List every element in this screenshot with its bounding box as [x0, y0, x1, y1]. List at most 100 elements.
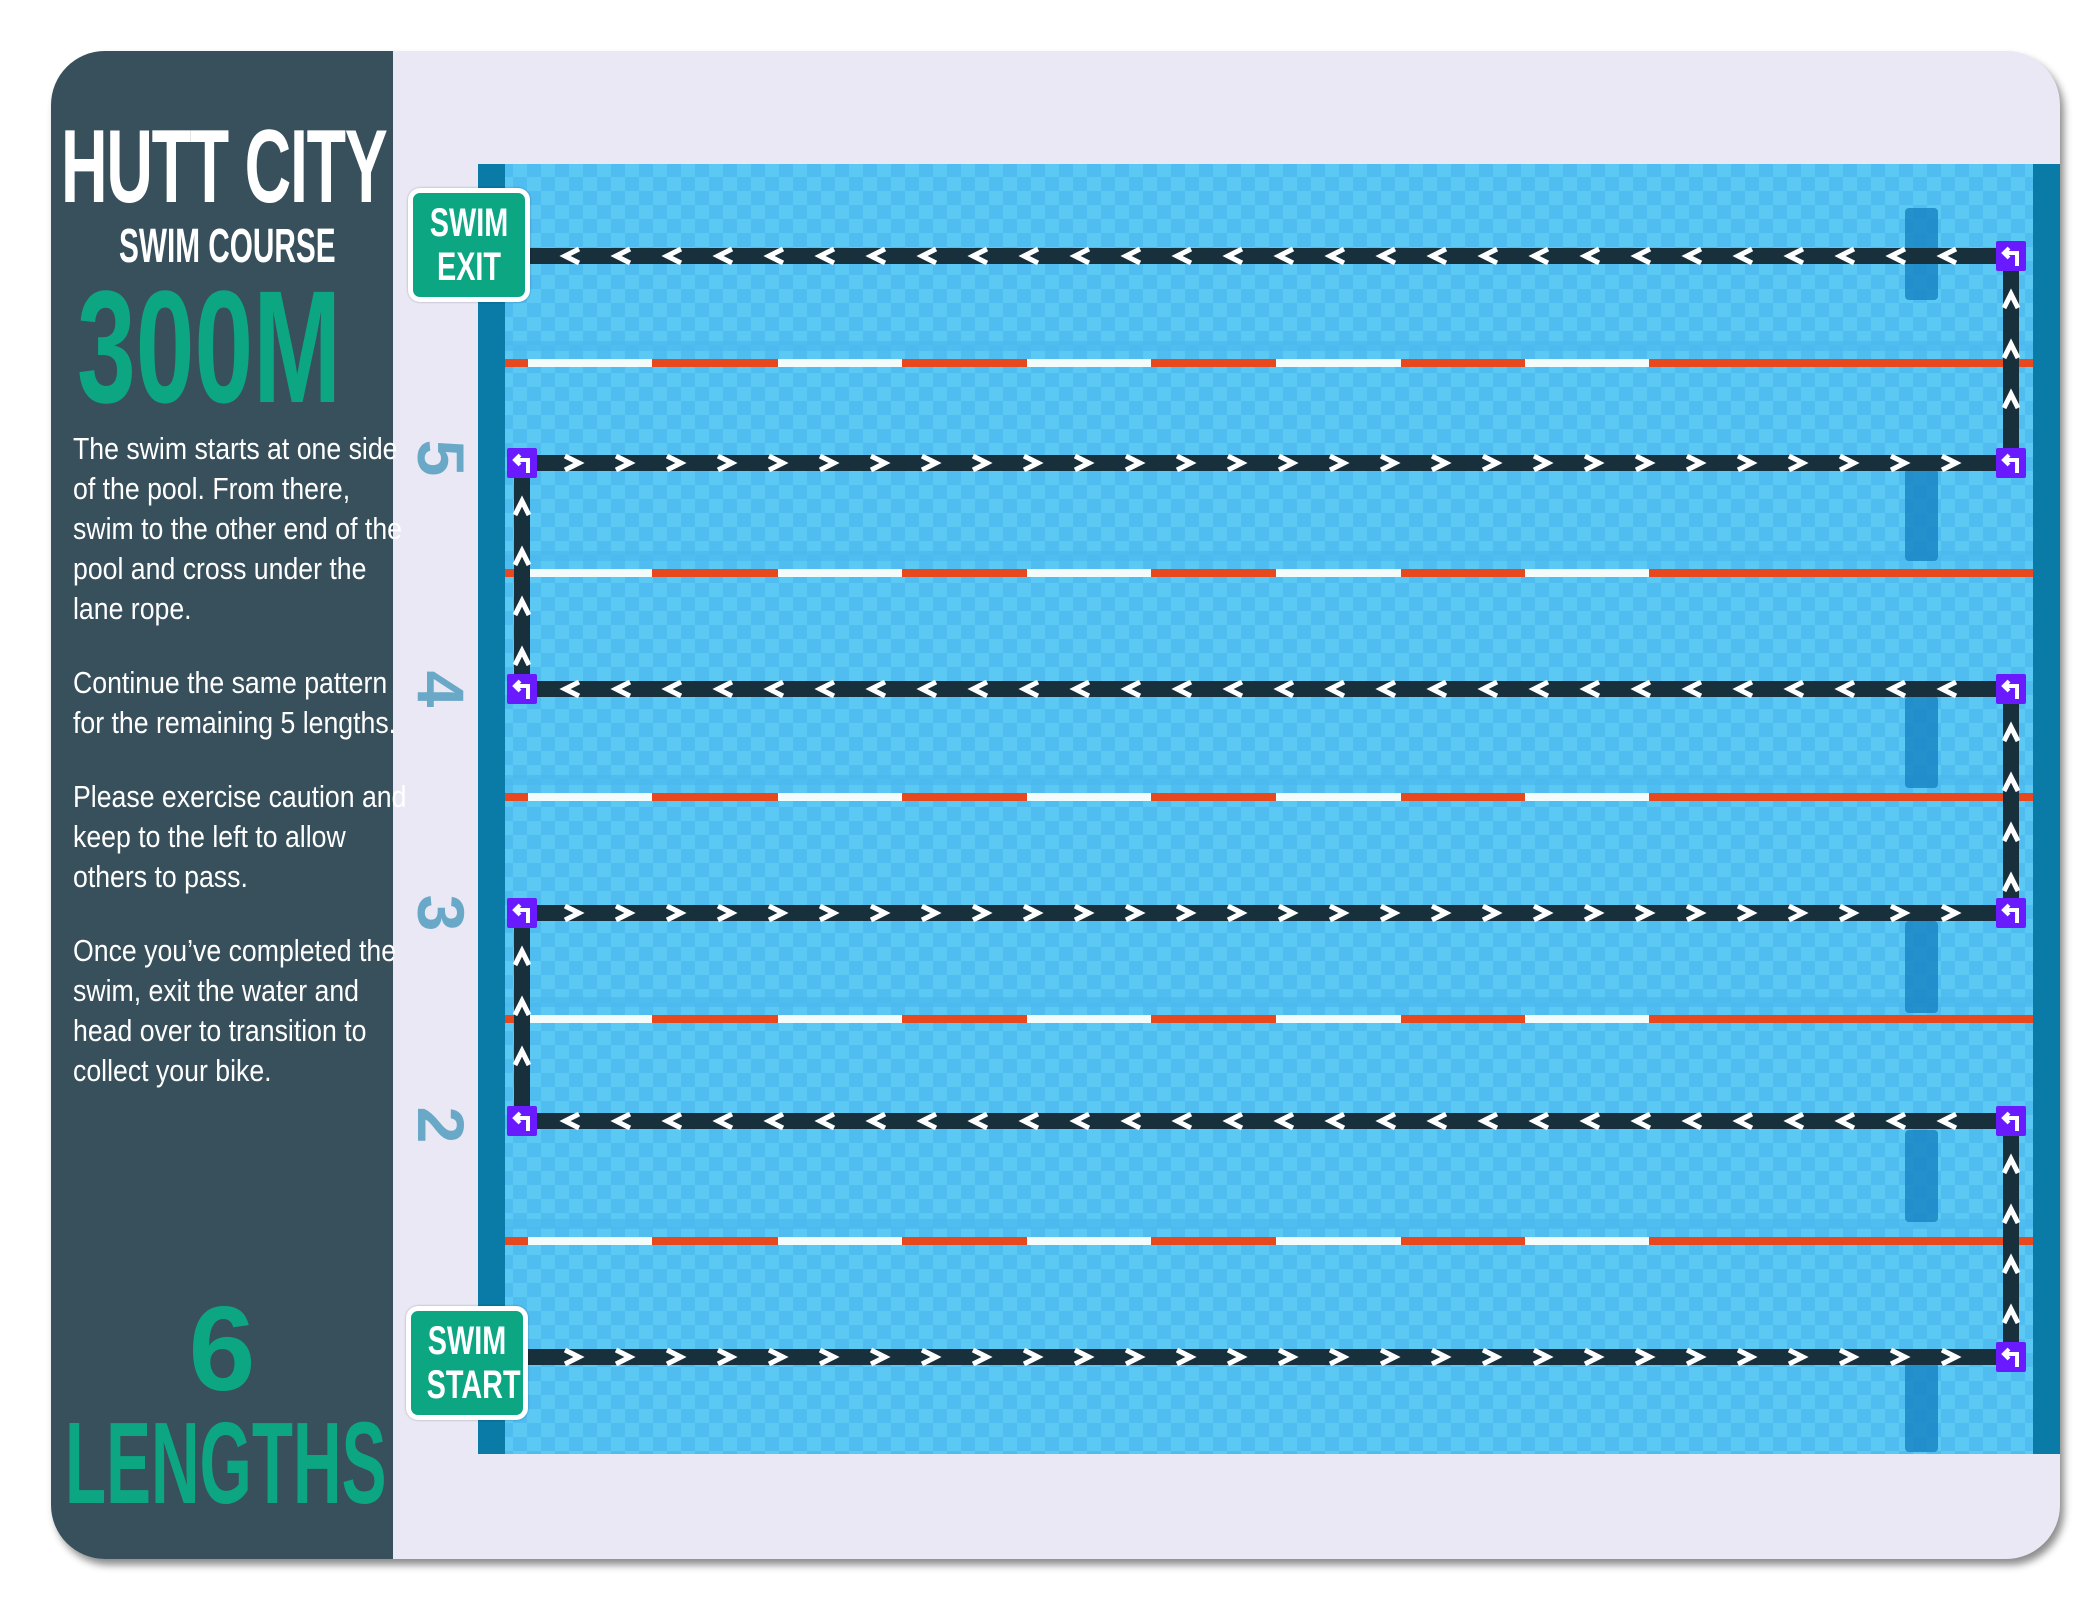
lane-rope-segment — [1649, 359, 2033, 367]
direction-chevron — [1936, 679, 1958, 699]
lane-shadow — [505, 997, 2033, 1007]
direction-chevron — [512, 945, 532, 967]
direction-chevron — [763, 246, 785, 266]
turn-arrow-glyph — [2001, 679, 2019, 699]
direction-chevron — [1681, 1111, 1703, 1131]
direction-chevron — [1783, 1111, 1805, 1131]
direction-chevron — [1277, 1347, 1299, 1367]
direction-chevron — [1328, 1347, 1350, 1367]
lane-rope-segment — [1525, 1237, 1649, 1245]
direction-chevron — [1430, 453, 1452, 473]
lane-marker — [1905, 921, 1938, 1013]
direction-chevron — [2001, 721, 2021, 743]
direction-chevron — [1477, 679, 1499, 699]
direction-chevron — [1834, 1111, 1856, 1131]
direction-chevron — [814, 246, 836, 266]
direction-chevron — [869, 453, 891, 473]
direction-chevron — [1018, 1111, 1040, 1131]
turn-arrow-glyph — [512, 1111, 530, 1131]
direction-chevron — [1630, 246, 1652, 266]
direction-chevron — [665, 903, 687, 923]
lane-rope-segment — [652, 569, 778, 577]
direction-chevron — [1834, 246, 1856, 266]
direction-chevron — [2001, 338, 2021, 360]
lane-rope-segment — [1027, 569, 1151, 577]
direction-chevron — [559, 1111, 581, 1131]
direction-chevron — [971, 903, 993, 923]
direction-chevron — [1940, 1347, 1962, 1367]
direction-chevron — [1685, 453, 1707, 473]
lane-rope-segment — [1151, 359, 1276, 367]
direction-chevron — [920, 1347, 942, 1367]
direction-chevron — [1273, 679, 1295, 699]
direction-chevron — [1732, 1111, 1754, 1131]
lane-rope-segment — [528, 1015, 652, 1023]
direction-chevron — [1634, 453, 1656, 473]
lane-rope-segment — [1276, 1237, 1401, 1245]
lane-rope-segment — [1525, 793, 1649, 801]
lane-rope-segment — [1151, 569, 1276, 577]
lane-shadow — [505, 775, 2033, 785]
direction-chevron — [563, 1347, 585, 1367]
direction-chevron — [1732, 246, 1754, 266]
direction-chevron — [1838, 453, 1860, 473]
instruction-paragraph: The swim starts at one side of the pool.… — [73, 431, 403, 626]
direction-chevron — [1630, 1111, 1652, 1131]
direction-chevron — [1583, 1347, 1605, 1367]
direction-chevron — [661, 1111, 683, 1131]
distance: 300M — [77, 257, 342, 436]
direction-chevron — [1481, 453, 1503, 473]
direction-chevron — [1885, 679, 1907, 699]
direction-chevron — [1787, 903, 1809, 923]
lane-rope-segment — [1401, 1237, 1525, 1245]
direction-chevron — [1579, 1111, 1601, 1131]
turn-arrow-icon — [1996, 448, 2026, 478]
lane-shadow — [505, 551, 2033, 561]
direction-chevron — [2001, 1253, 2021, 1275]
direction-chevron — [1426, 1111, 1448, 1131]
direction-chevron — [1732, 679, 1754, 699]
direction-chevron — [818, 1347, 840, 1367]
direction-chevron — [2001, 388, 2021, 410]
direction-chevron — [563, 453, 585, 473]
direction-chevron — [1379, 903, 1401, 923]
badge-text: SWIM — [429, 201, 509, 245]
swim-path-vertical — [2003, 256, 2019, 463]
lane-rope-segment — [652, 359, 778, 367]
lane-rope-segment — [652, 1015, 778, 1023]
direction-chevron — [1889, 903, 1911, 923]
lane-rope-segment — [1649, 569, 2033, 577]
direction-chevron — [2001, 871, 2021, 893]
direction-chevron — [1324, 1111, 1346, 1131]
direction-chevron — [1175, 453, 1197, 473]
direction-chevron — [1940, 453, 1962, 473]
direction-chevron — [559, 246, 581, 266]
direction-chevron — [865, 1111, 887, 1131]
lane-rope-segment — [902, 793, 1027, 801]
direction-chevron — [512, 495, 532, 517]
direction-chevron — [661, 246, 683, 266]
lane-rope-segment — [1276, 359, 1401, 367]
lane-rope-segment — [778, 793, 902, 801]
direction-chevron — [1681, 246, 1703, 266]
direction-chevron — [763, 679, 785, 699]
lane-rope-segment — [652, 1237, 778, 1245]
badge-text: START — [426, 1363, 521, 1407]
direction-chevron — [1069, 1111, 1091, 1131]
direction-chevron — [1783, 679, 1805, 699]
direction-chevron — [2001, 1203, 2021, 1225]
direction-chevron — [712, 246, 734, 266]
direction-chevron — [1022, 453, 1044, 473]
lane-marker — [1905, 1130, 1938, 1222]
direction-chevron — [1834, 679, 1856, 699]
direction-chevron — [716, 1347, 738, 1367]
direction-chevron — [1226, 1347, 1248, 1367]
direction-chevron — [818, 453, 840, 473]
title: HUTT CITY — [61, 109, 388, 225]
lane-rope-segment — [1401, 569, 1525, 577]
direction-chevron — [1120, 1111, 1142, 1131]
direction-chevron — [1069, 246, 1091, 266]
lane-rope-segment — [1401, 359, 1525, 367]
lengths-count: 6 — [188, 1282, 256, 1416]
turn-arrow-icon — [1996, 1106, 2026, 1136]
